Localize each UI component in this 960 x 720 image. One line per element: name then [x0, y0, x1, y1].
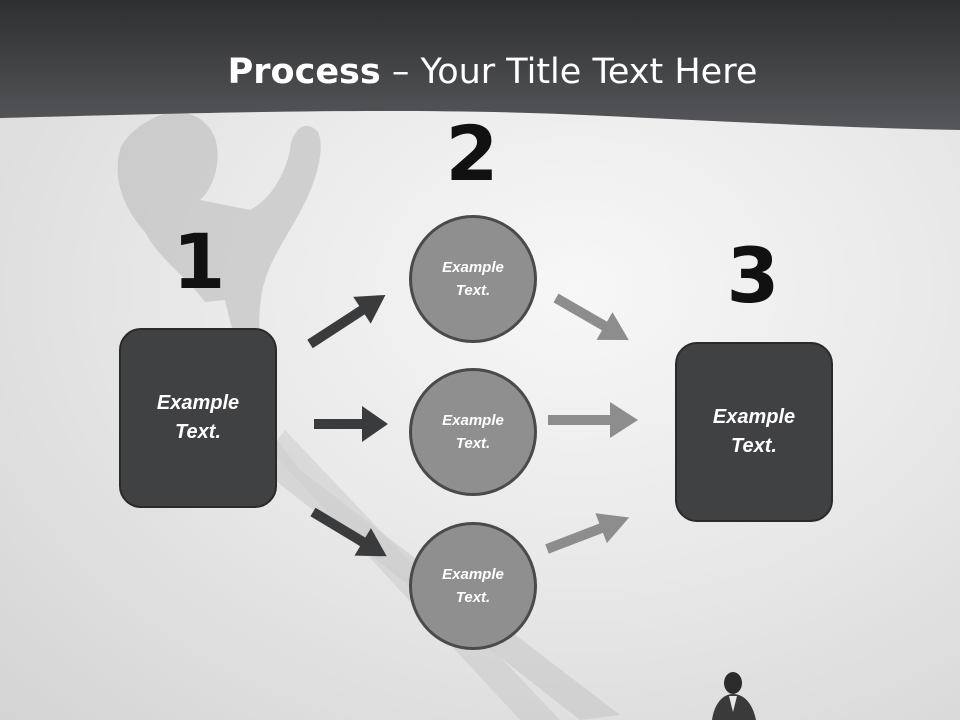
arrow-top-to-right-icon — [553, 293, 629, 340]
circle-top-line1: Example — [442, 259, 504, 276]
step-number-1: 1 — [172, 217, 226, 306]
header-band — [0, 0, 960, 130]
arrow-left-to-top-icon — [307, 294, 386, 349]
step-1-text-line2: Text. — [175, 421, 221, 443]
title-rest: – Your Title Text Here — [380, 52, 758, 92]
arrow-middle-to-right-icon — [548, 402, 638, 438]
step-2-circle-middle: Example Text. — [409, 368, 537, 496]
step-3-text-line2: Text. — [731, 435, 777, 457]
circle-middle-line2: Text. — [455, 435, 491, 452]
circle-bottom-line2: Text. — [455, 589, 491, 606]
circle-middle-line1: Example — [442, 412, 504, 429]
step-3-box: Example Text. — [675, 342, 833, 522]
step-number-3: 3 — [726, 231, 780, 320]
businessman-figure — [712, 672, 756, 720]
step-1-text-line1: Example — [156, 392, 240, 414]
step-1-box: Example Text. — [119, 328, 277, 508]
step-number-2: 2 — [445, 109, 499, 198]
page-title: Process – Your Title Text Here — [0, 52, 960, 92]
step-3-text-line1: Example — [712, 406, 796, 428]
circle-bottom-line1: Example — [442, 566, 504, 583]
step-2-circle-top: Example Text. — [409, 215, 537, 343]
title-bold: Process — [227, 52, 381, 92]
arrow-bottom-to-right-icon — [545, 513, 630, 554]
arrow-left-to-middle-icon — [314, 406, 388, 442]
circle-top-line2: Text. — [455, 282, 491, 299]
step-2-circle-bottom: Example Text. — [409, 522, 537, 650]
arrow-left-to-bottom-icon — [310, 507, 387, 557]
